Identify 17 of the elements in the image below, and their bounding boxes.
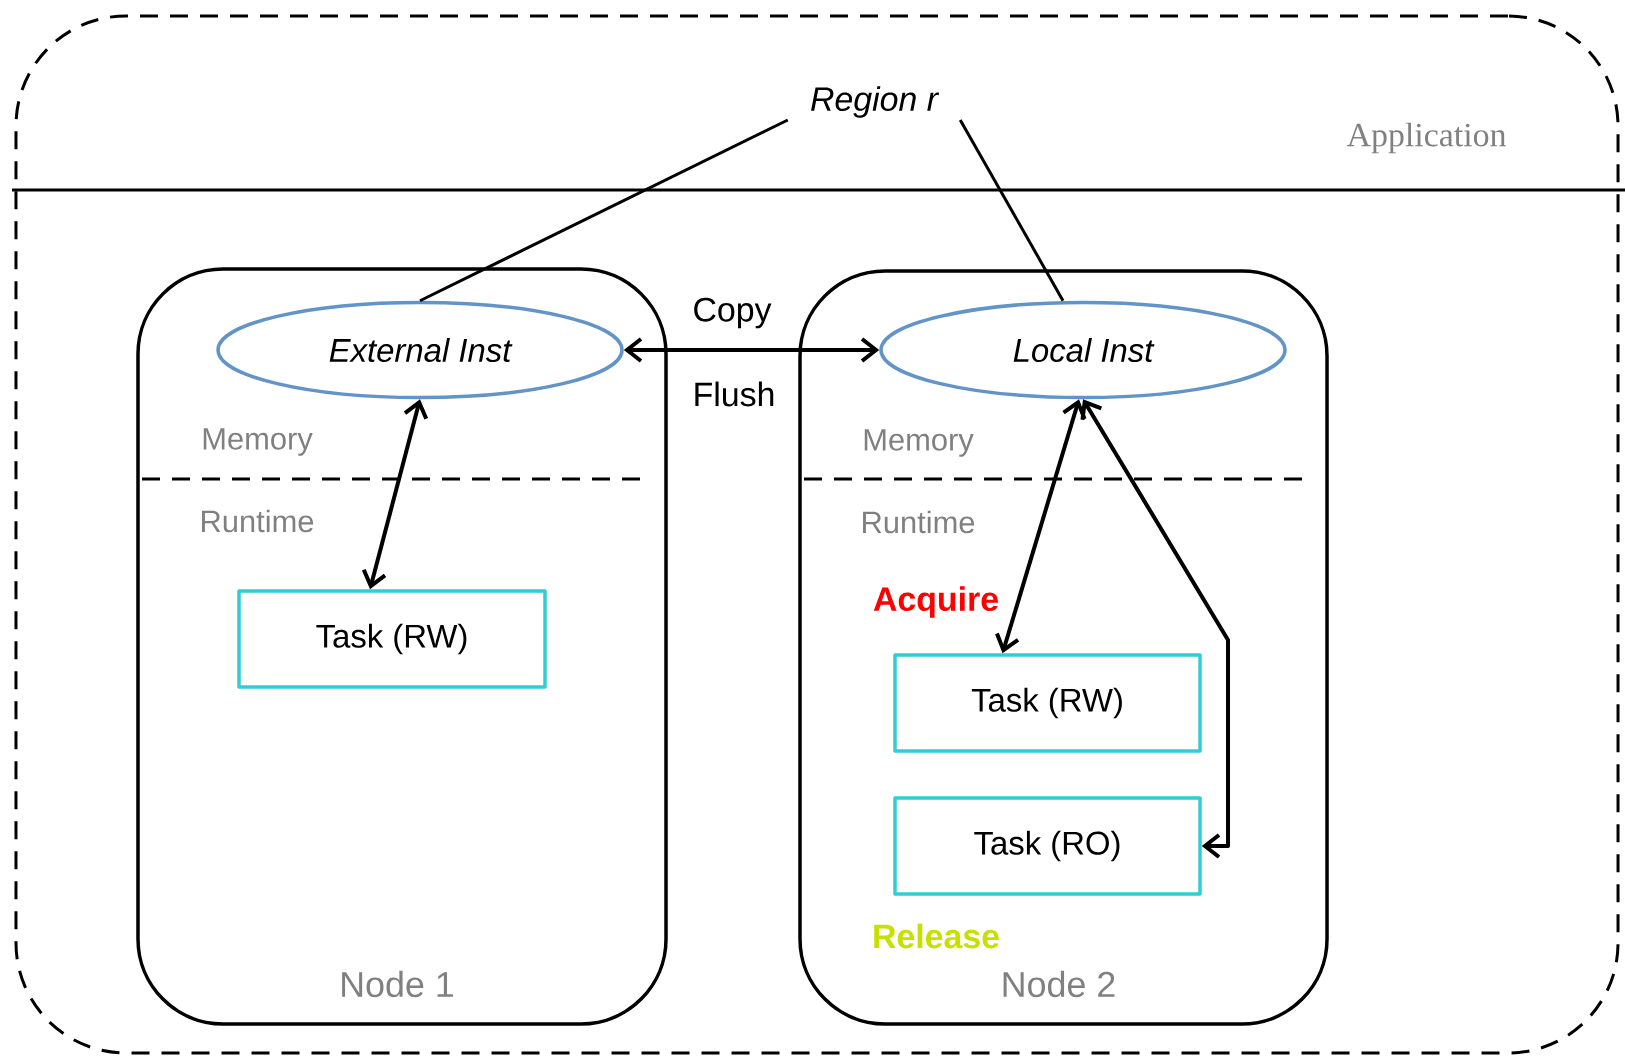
task-box: Task (RO) [893,796,1202,896]
task-box: Task (RW) [893,653,1202,753]
layer-label: Memory [864,429,974,457]
layer-label: Memory [203,428,313,456]
arrow [361,399,429,590]
task-box: Task (RW) [237,589,547,689]
region-label: Region r [811,86,940,118]
arrow [995,399,1087,654]
edge-label: Copy [694,297,772,329]
operation-label: Flush [695,381,774,407]
layer-label: Runtime [202,509,314,533]
layer-label: Runtime [863,510,975,534]
arrow [1080,399,1230,859]
acquire-label: Acquire [873,586,998,618]
arrow [623,337,880,363]
connector-line [958,119,1065,302]
connector-line [419,118,789,303]
